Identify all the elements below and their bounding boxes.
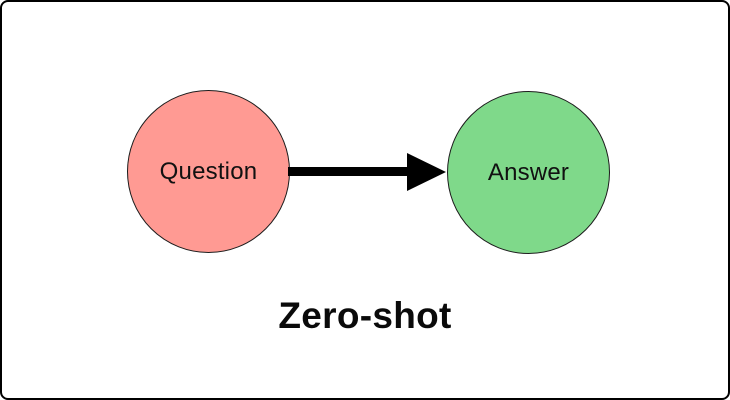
node-answer-label: Answer (487, 158, 570, 186)
diagram-title: Zero-shot (278, 295, 452, 336)
arrow-head-icon (407, 153, 446, 191)
node-question-label: Question (159, 157, 258, 185)
node-question: Question (127, 90, 290, 253)
arrow-shaft (288, 167, 410, 176)
node-answer: Answer (447, 91, 610, 254)
